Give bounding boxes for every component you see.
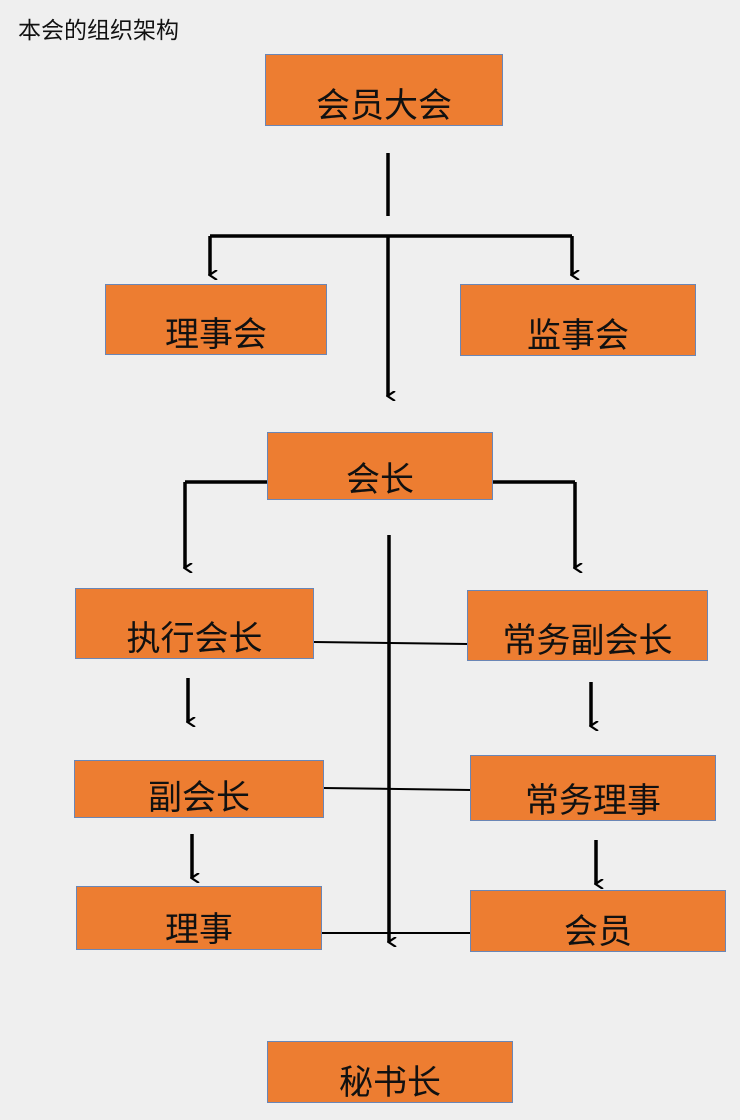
node-vice-president: 副会长 (74, 760, 324, 818)
node-supervisory-board: 监事会 (460, 284, 696, 356)
node-director: 理事 (76, 886, 322, 950)
node-board: 理事会 (105, 284, 327, 355)
node-executive-president: 执行会长 (75, 588, 314, 659)
connector-row1-link (313, 641, 469, 645)
chart-title: 本会的组织架构 (18, 18, 179, 44)
node-president: 会长 (267, 432, 493, 500)
node-standing-vice-president: 常务副会长 (467, 590, 708, 661)
node-secretary-general: 秘书长 (267, 1041, 513, 1103)
node-general-assembly: 会员大会 (265, 54, 503, 126)
node-standing-director: 常务理事 (470, 755, 716, 821)
connector-row2-link (322, 787, 472, 791)
node-member: 会员 (470, 890, 726, 952)
